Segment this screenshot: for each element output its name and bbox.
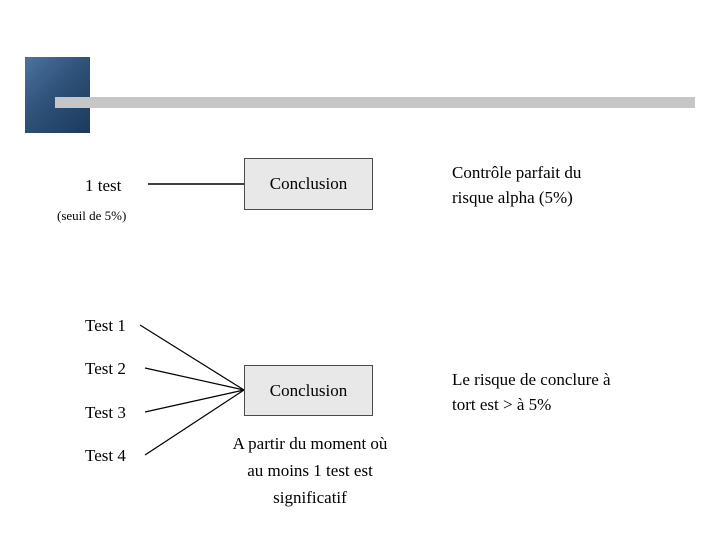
test-label-2: Test 2 [85, 359, 126, 378]
bottom-caption-line-3: significatif [273, 488, 347, 507]
top-source-sub-label: (seuil de 5%) [57, 208, 127, 223]
bottom-caption-line-1: A partir du moment où [232, 434, 388, 453]
bottom-result-line-2: tort est > à 5% [452, 395, 552, 414]
header-rule [55, 97, 695, 108]
bottom-result-line-1: Le risque de conclure à [452, 370, 611, 389]
top-conclusion-box[interactable]: Conclusion [244, 158, 373, 210]
header-accent-square [25, 57, 90, 133]
bottom-conclusion-box[interactable]: Conclusion [244, 365, 373, 416]
top-source-label: 1 test [85, 176, 122, 195]
bottom-caption-line-2: au moins 1 test est [247, 461, 373, 480]
top-result-line-2: risque alpha (5%) [452, 188, 573, 207]
test-label-3: Test 3 [85, 403, 126, 422]
top-result-line-1: Contrôle parfait du [452, 163, 582, 182]
test-label-4: Test 4 [85, 446, 126, 465]
test-label-1: Test 1 [85, 316, 126, 335]
